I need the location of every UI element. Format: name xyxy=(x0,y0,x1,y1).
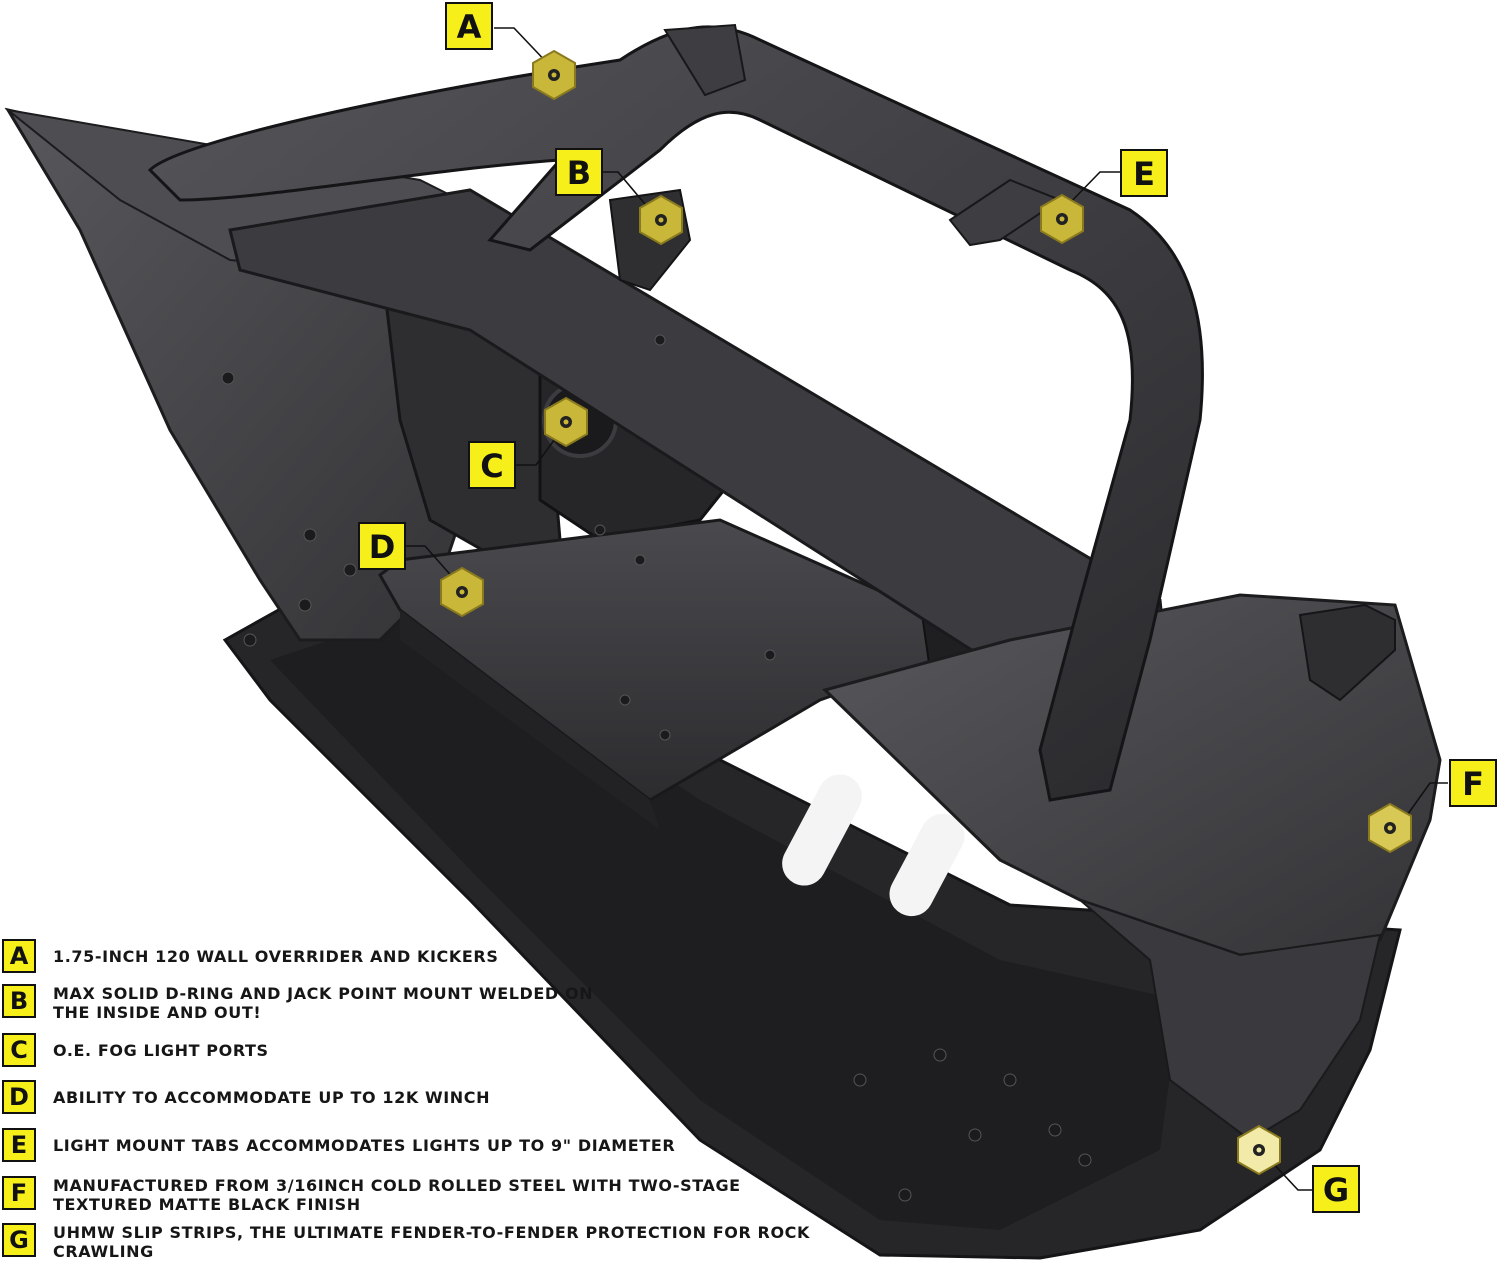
legend-badge-a: A xyxy=(2,939,36,973)
hex-marker-a xyxy=(532,49,576,101)
diagram-badge-c-letter: C xyxy=(480,447,503,485)
diagram-badges: A B C D E F G xyxy=(358,2,1497,1213)
diagram-badge-a-letter: A xyxy=(457,8,482,46)
legend-text-g: UHMW SLIP STRIPS, THE ULTIMATE FENDER-TO… xyxy=(53,1223,811,1261)
legend-badge-d: D xyxy=(2,1080,36,1114)
legend-item-f: F MANUFACTURED FROM 3/16INCH COLD ROLLED… xyxy=(0,1176,860,1216)
skid-slot-1 xyxy=(782,774,862,886)
diagram-badge-e: E xyxy=(1120,149,1168,197)
winch-tray-front xyxy=(400,610,660,830)
legend-item-d: D ABILITY TO ACCOMMODATE UP TO 12K WINCH xyxy=(0,1080,860,1120)
overrider-tube xyxy=(147,25,1204,802)
hex-marker-b xyxy=(639,194,683,246)
legend-text-f: MANUFACTURED FROM 3/16INCH COLD ROLLED S… xyxy=(53,1176,741,1214)
legend-text-a: 1.75-INCH 120 WALL OVERRIDER AND KICKERS xyxy=(53,947,499,966)
legend-text-b: MAX SOLID D-RING AND JACK POINT MOUNT WE… xyxy=(53,984,594,1022)
legend-item-a: A 1.75-INCH 120 WALL OVERRIDER AND KICKE… xyxy=(0,939,860,979)
hex-marker-g xyxy=(1237,1124,1281,1176)
diagram-badge-f-letter: F xyxy=(1462,765,1484,803)
right-wing-side xyxy=(1079,899,1382,1142)
right-d-ring-mount xyxy=(1298,603,1396,702)
diagram-badge-g-letter: G xyxy=(1323,1171,1349,1209)
light-mount-tab-left xyxy=(663,23,747,97)
diagram-badge-b: B xyxy=(555,148,603,196)
legend-badge-b: B xyxy=(2,984,36,1018)
diagram-badge-d: D xyxy=(358,522,406,570)
hex-marker-e xyxy=(1040,193,1084,245)
bolts xyxy=(221,334,1092,1202)
legend-text-e: LIGHT MOUNT TABS ACCOMMODATES LIGHTS UP … xyxy=(53,1136,676,1155)
legend-item-c: C O.E. FOG LIGHT PORTS xyxy=(0,1033,860,1073)
diagram-badge-f: F xyxy=(1449,759,1497,807)
legend-item-e: E LIGHT MOUNT TABS ACCOMMODATES LIGHTS U… xyxy=(0,1128,860,1168)
diagram-badge-c: C xyxy=(468,441,516,489)
diagram-badge-b-letter: B xyxy=(567,154,591,192)
hex-markers xyxy=(440,49,1412,1176)
right-wing-plate xyxy=(822,593,1442,957)
leader-lines xyxy=(405,27,1448,1191)
hex-marker-c xyxy=(544,396,588,448)
legend-badge-c: C xyxy=(2,1033,36,1067)
legend-badge-g: G xyxy=(2,1223,36,1257)
diagram-badge-a: A xyxy=(445,2,493,50)
diagram-badge-g: G xyxy=(1312,1165,1360,1213)
skid-inner-face xyxy=(270,610,1180,1230)
diagram-badge-d-letter: D xyxy=(369,528,396,566)
hex-marker-d xyxy=(440,566,484,618)
skid-slot-2 xyxy=(889,813,965,917)
diagram-badge-e-letter: E xyxy=(1133,155,1155,193)
legend-text-d: ABILITY TO ACCOMMODATE UP TO 12K WINCH xyxy=(53,1088,491,1107)
hex-marker-f xyxy=(1368,802,1412,854)
legend-text-c: O.E. FOG LIGHT PORTS xyxy=(53,1041,269,1060)
light-mount-tab-right xyxy=(948,178,1063,247)
legend-badge-f: F xyxy=(2,1176,36,1210)
legend-badge-e: E xyxy=(2,1128,36,1162)
legend-item-g: G UHMW SLIP STRIPS, THE ULTIMATE FENDER-… xyxy=(0,1223,860,1263)
legend-item-b: B MAX SOLID D-RING AND JACK POINT MOUNT … xyxy=(0,984,860,1024)
